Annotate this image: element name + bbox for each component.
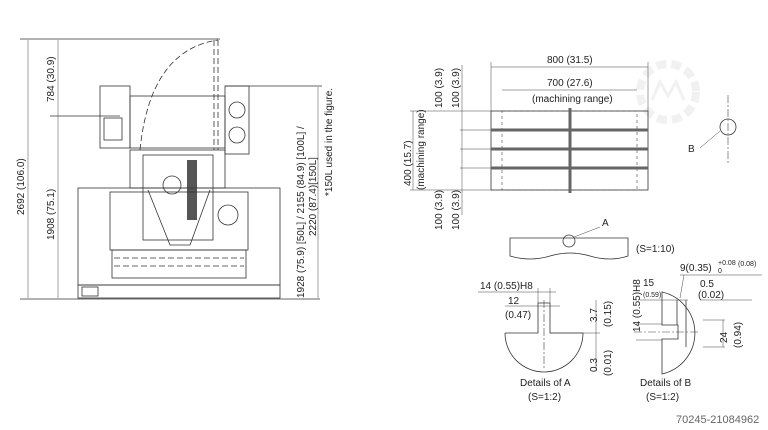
depth-label: 15: [643, 278, 655, 289]
machine-outline: [20, 38, 322, 300]
section-scale: (S=1:10): [636, 244, 675, 255]
depth-label: 3.7: [589, 308, 600, 322]
depth-in-label: (0.15): [603, 301, 614, 327]
offset-label: 0.3: [589, 358, 600, 372]
label-a: A: [602, 218, 609, 229]
inner-width-in-label: (0.47): [505, 310, 531, 321]
depth-label: 400 (15.7): [403, 140, 414, 186]
tolerance-lower: 0: [718, 268, 722, 275]
watermark-gear-icon: [636, 60, 700, 124]
door-open-height-label: 784 (30.9): [46, 56, 57, 102]
slot-pitch-top-2: 100 (3.9): [451, 68, 462, 108]
machine-height-label: 1908 (75.1): [46, 189, 57, 240]
gap-label: 0.5: [700, 279, 714, 290]
detail-b: 9(0.35) +0.08 0 (0.08) 15 (0.59) 0.5 (0.…: [632, 260, 762, 403]
detail-a: 14 (0.55)H8 12 (0.47) 3.7 (0.15) 0.3 (0.…: [478, 281, 614, 403]
machining-range-label: (machining range): [532, 94, 613, 105]
depth-in-label: (0.59): [643, 292, 661, 299]
height-label: 24: [719, 331, 730, 343]
detail-b-title: Details of B: [640, 378, 691, 389]
detail-b-scale: (S=1:2): [646, 392, 679, 403]
detail-a-scale: (S=1:2): [528, 392, 561, 403]
slot-width-label: 14 (0.55)H8: [480, 281, 533, 292]
slot-pitch-bottom-1: 100 (3.9): [434, 190, 445, 230]
tolerance-upper: +0.08: [718, 260, 736, 267]
table-width-label: 800 (31.5): [547, 55, 593, 66]
height-in-label: (0.94): [733, 322, 744, 348]
label-b: B: [688, 144, 695, 155]
machining-width-label: 700 (27.6): [547, 78, 593, 89]
slot-label: 9(0.35): [680, 263, 712, 274]
offset-in-label: (0.01): [603, 350, 614, 376]
tank-height-label-2: 2220 (87.4)[150L]: [308, 157, 319, 236]
inner-width-label: 12: [508, 296, 520, 307]
machine-dimensions: 2692 (106.0) 784 (30.9) 1908 (75.1) 1928…: [16, 40, 335, 298]
overall-height-label: 2692 (106.0): [16, 158, 27, 215]
image-id: 70245-21084962: [676, 414, 759, 426]
tolerance-in: (0.08): [738, 261, 756, 268]
tank-note: *150L used in the figure.: [324, 88, 335, 196]
slot-pitch-top-1: 100 (3.9): [434, 68, 445, 108]
detail-a-title: Details of A: [520, 378, 571, 389]
slot-pitch-bottom-2: 100 (3.9): [451, 190, 462, 230]
gap-in-label: (0.02): [698, 290, 724, 301]
depth-range-label: (machining range): [416, 109, 427, 190]
tank-height-label: 1928 (75.9) [50L] / 2155 (84.9) [100L] /: [296, 126, 307, 298]
table-view: 800 (31.5) 700 (27.6) (machining range) …: [403, 55, 737, 260]
width-label: 14 (0.55)H8: [632, 279, 643, 332]
